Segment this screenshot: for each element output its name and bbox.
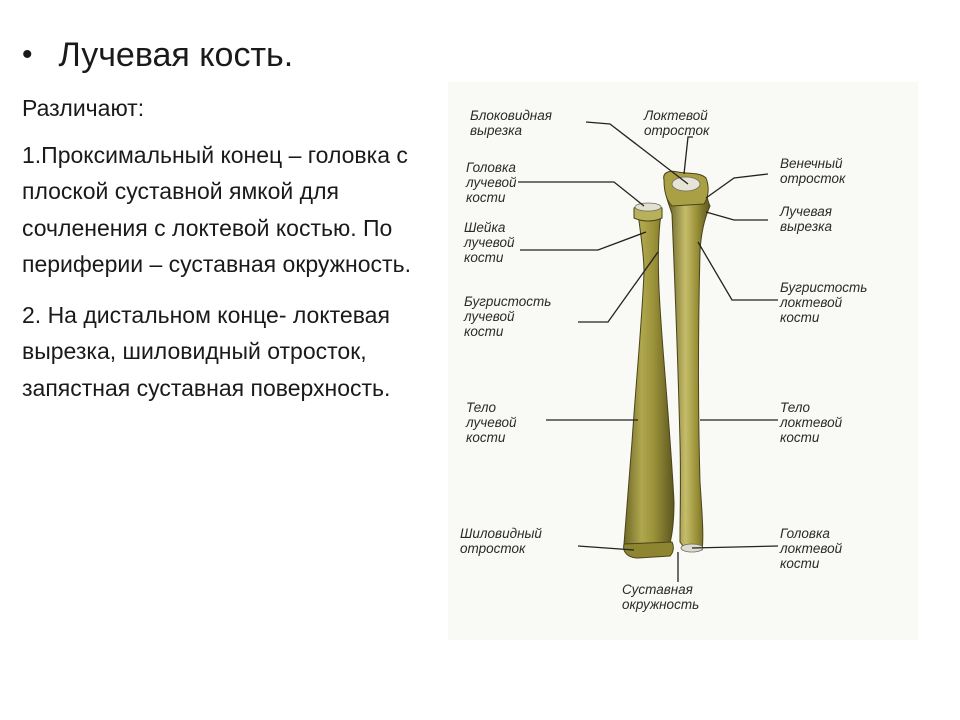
leader-lines <box>518 121 779 582</box>
point-1-text: 1.Проксимальный конец – головка с плоско… <box>22 141 411 278</box>
ulna-bone <box>664 177 711 551</box>
slide-title-row: • Лучевая кость. <box>22 30 293 80</box>
radius-distal-shape <box>623 541 674 559</box>
bullet-icon: • <box>22 38 33 71</box>
radius-bone <box>623 209 675 555</box>
slide-title: Лучевая кость. <box>58 35 294 74</box>
intro-text: Различают: <box>22 95 145 121</box>
point-2-text: 2. На дистальном конце- локтевая вырезка… <box>22 301 391 401</box>
trochlear-notch-shape <box>671 176 701 192</box>
radius-head-fovea <box>634 202 662 212</box>
slide-body: Различают: 1.Проксимальный конец – голов… <box>22 90 422 420</box>
